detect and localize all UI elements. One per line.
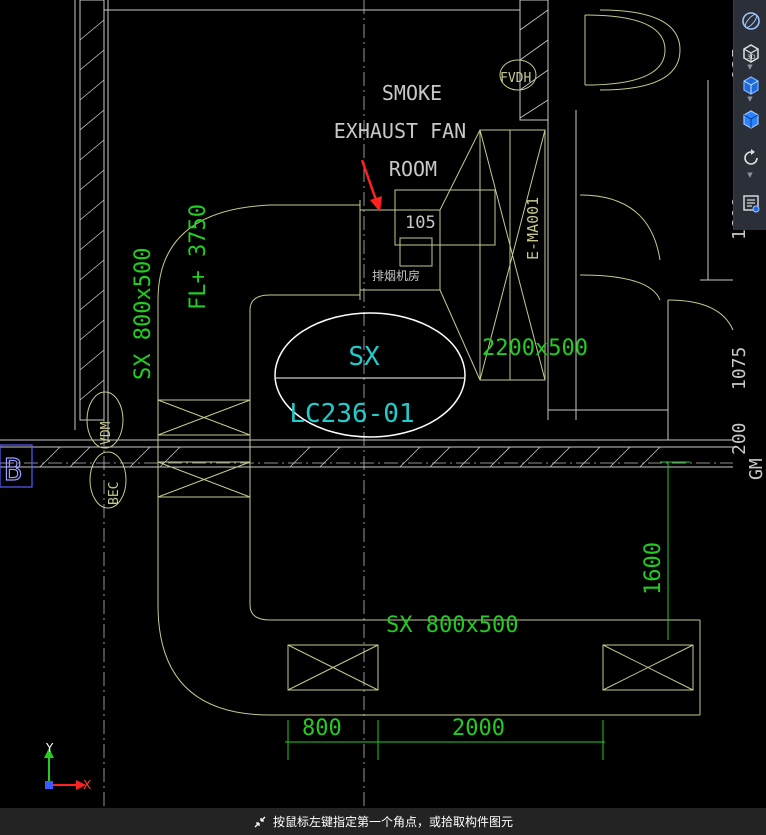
room-label-line1: SMOKE: [382, 81, 442, 105]
tag-top-text: SX: [348, 342, 380, 372]
fvdh-label: FVDH: [500, 71, 531, 86]
gm-label: GM: [746, 458, 766, 480]
box-solid-button[interactable]: [738, 106, 763, 131]
rotate-button[interactable]: [738, 145, 763, 170]
left-duct-level-label: FL+ 3750: [186, 204, 211, 310]
ductwork: [86, 9, 734, 716]
view-3d-button[interactable]: 3D: [738, 40, 763, 65]
right-duct-size-label: 2200x500: [482, 336, 588, 361]
crosshair-pick-icon: [254, 816, 266, 827]
orbit-button[interactable]: [738, 8, 763, 33]
duct-tag[interactable]: [274, 312, 466, 438]
walls: [0, 0, 733, 468]
dim-200-label: 200: [729, 422, 750, 455]
room-label-line3: ROOM: [389, 157, 437, 181]
bottom-duct-size-label: SX 800x500: [386, 613, 518, 638]
box-solid-icon: [742, 109, 759, 129]
axis-y-label: Y: [45, 741, 54, 755]
bec-label: BEC: [107, 482, 122, 505]
rotate-icon: [743, 148, 758, 165]
red-pointer-arrow: [360, 159, 382, 212]
grid-bubble-b[interactable]: B: [0, 444, 33, 489]
rotate-caret-icon[interactable]: ▼: [747, 171, 753, 179]
properties-button[interactable]: [738, 190, 763, 215]
room-number: 105: [405, 213, 436, 233]
axis-x-label: X: [83, 778, 91, 792]
dim-800-label: 800: [302, 716, 342, 741]
view-toolbar: 3D ▼ ▼ ▼: [733, 0, 766, 230]
ucs-axis-icon: Y X: [44, 741, 91, 792]
view-3d-caret-icon[interactable]: ▼: [747, 63, 753, 71]
properties-icon: [742, 194, 759, 212]
dimension-lines: [285, 461, 690, 760]
dim-1600-label: 1600: [641, 542, 666, 595]
orbit-icon: [741, 11, 760, 30]
tag-bottom-text: LC236-01: [289, 399, 414, 429]
dim-1075-label: 1075: [729, 347, 750, 390]
status-bar: 按鼠标左键指定第一个角点，或拾取构件图元: [0, 808, 766, 835]
left-duct-size-label: SX 800x500: [131, 248, 156, 380]
box-view-icon: [742, 75, 759, 95]
wall-hatching: [39, 9, 661, 468]
svg-text:3D: 3D: [747, 54, 756, 61]
status-message: 按鼠标左键指定第一个角点，或拾取构件图元: [272, 815, 513, 829]
vdm-label: VDM: [99, 421, 114, 445]
fan-room-chinese-label: 排烟机房: [372, 268, 420, 283]
room-label-line2: EXHAUST FAN: [334, 119, 466, 143]
dim-2000-label: 2000: [452, 716, 505, 741]
svg-text:B: B: [4, 453, 22, 488]
box-view-caret-icon[interactable]: ▼: [747, 95, 753, 103]
equipment-label: E-MA001: [524, 197, 542, 260]
view-3d-icon: 3D: [742, 43, 759, 63]
box-view-button[interactable]: [738, 72, 763, 97]
